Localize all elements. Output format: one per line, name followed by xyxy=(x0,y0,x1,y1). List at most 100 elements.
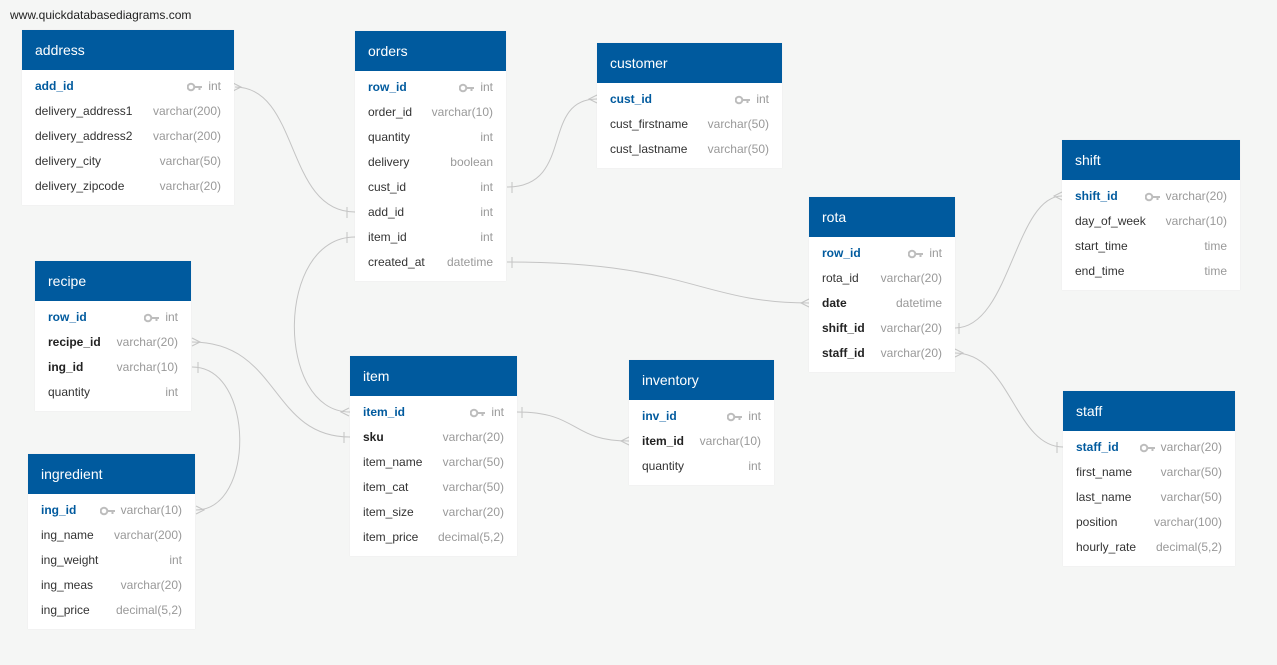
field-type-group: varchar(50) xyxy=(1161,485,1222,510)
field-name: row_id xyxy=(48,310,87,324)
field-type-group: time xyxy=(1204,234,1227,259)
key-icon xyxy=(735,95,751,105)
field-type: datetime xyxy=(895,296,942,310)
field-type-group: varchar(200) xyxy=(153,99,221,124)
field-row[interactable]: quantity int xyxy=(355,125,506,150)
field-name: quantity xyxy=(368,130,411,144)
field-type-group: varchar(50) xyxy=(1161,460,1222,485)
field-type-group: int xyxy=(908,241,942,266)
field-type-group: int xyxy=(727,404,761,429)
table-header[interactable]: address xyxy=(22,30,234,70)
table-header[interactable]: rota xyxy=(809,197,955,237)
table-header[interactable]: ingredient xyxy=(28,454,195,494)
table-header[interactable]: staff xyxy=(1063,391,1235,431)
field-type-group: boolean xyxy=(450,150,493,175)
field-type: int xyxy=(480,205,493,219)
table-header[interactable]: orders xyxy=(355,31,506,71)
field-type: time xyxy=(1204,239,1227,253)
field-type-group: int xyxy=(735,87,769,112)
table-header[interactable]: customer xyxy=(597,43,782,83)
field-type: varchar(20) xyxy=(442,430,504,444)
field-name: add_id xyxy=(35,79,74,93)
field-name: ing_id xyxy=(41,503,77,517)
table-header[interactable]: shift xyxy=(1062,140,1240,180)
field-row[interactable]: order_id varchar(10) xyxy=(355,100,506,125)
key-icon xyxy=(1144,192,1160,202)
table-header[interactable]: inventory xyxy=(629,360,774,400)
table-header[interactable]: item xyxy=(350,356,517,396)
field-name: delivery_city xyxy=(35,154,102,168)
field-name: ing_id xyxy=(48,360,84,374)
field-type-group: int xyxy=(169,548,182,573)
field-type-group: varchar(50) xyxy=(708,112,769,137)
field-type-group: varchar(10) xyxy=(432,100,493,125)
link-rota-shift xyxy=(954,195,1063,329)
field-name: order_id xyxy=(368,105,413,119)
field-type: int xyxy=(929,246,942,260)
table-header[interactable]: recipe xyxy=(35,261,191,301)
field-type: int xyxy=(480,180,493,194)
field-name: item_size xyxy=(363,505,414,519)
link-item-inventory xyxy=(516,411,630,442)
field-type: int xyxy=(480,130,493,144)
field-type: decimal(5,2) xyxy=(115,603,182,617)
field-type-group: varchar(20) xyxy=(121,573,182,598)
